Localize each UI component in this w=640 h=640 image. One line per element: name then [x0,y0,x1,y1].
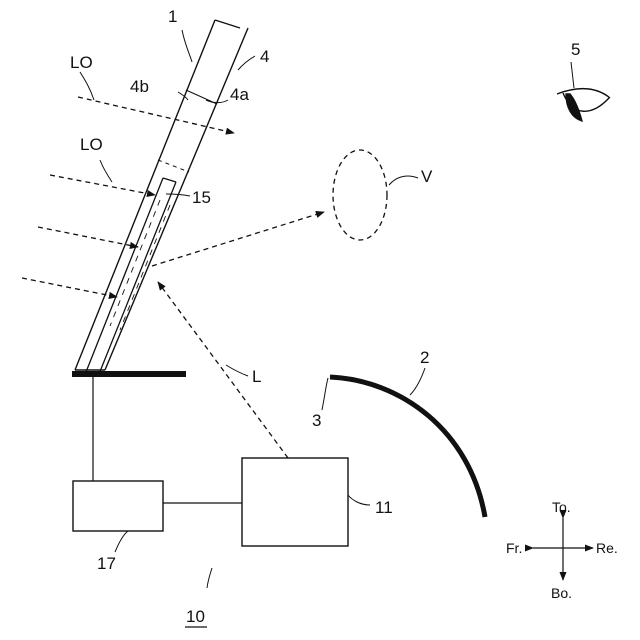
direction-cross [533,518,593,580]
direction-top: To. [552,499,571,515]
direction-rear: Re. [596,540,618,556]
combiner-film [86,178,176,374]
label-5: 5 [571,40,580,59]
label-4a: 4a [230,85,249,104]
label-2: 2 [420,348,429,367]
virtual-image [333,150,387,240]
direction-front: Fr. [506,540,522,556]
label-1: 1 [168,7,177,26]
eye-icon [557,62,610,121]
label-3: 3 [312,411,321,430]
direction-bottom: Bo. [551,585,572,601]
label-10: 10 [186,607,205,626]
label-11: 11 [375,498,393,517]
dashboard-plate [72,371,186,377]
label-v: V [421,167,433,186]
display-light-rays [152,212,324,458]
label-lo-mid: LO [80,135,103,154]
windshield [75,20,248,370]
label-4: 4 [260,47,269,66]
steering-wheel [330,377,485,517]
label-4b: 4b [130,77,149,96]
label-17: 17 [97,554,116,573]
label-l: L [252,367,261,386]
display-unit [242,458,348,546]
label-15: 15 [192,188,211,207]
control-unit [73,481,163,531]
label-lo-top: LO [70,53,93,72]
